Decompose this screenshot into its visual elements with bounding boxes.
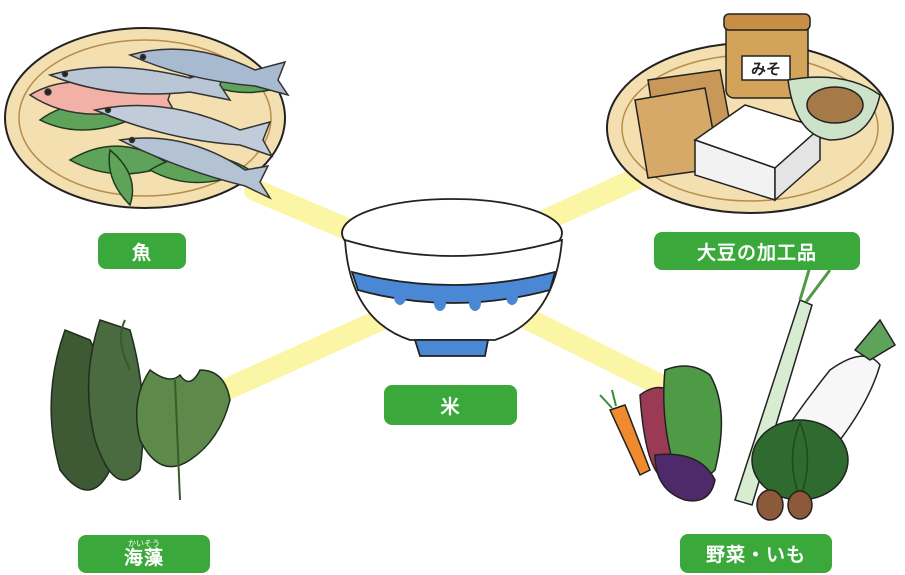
seaweed-illustration [50, 319, 231, 501]
taro-2 [787, 490, 813, 520]
label-fish: 魚 [98, 233, 186, 269]
vegetables-illustration [599, 249, 897, 521]
spinach [663, 365, 723, 481]
miso-container: みそ [723, 13, 811, 99]
seaweed-label-group: かいそう 海藻 [124, 540, 164, 568]
tofu [693, 104, 822, 202]
label-seaweed: かいそう 海藻 [78, 535, 210, 573]
bowl-foot [413, 339, 490, 357]
rice-bowl [341, 198, 564, 357]
fish-illustration [4, 27, 290, 209]
seaweed-label-text: 海藻 [123, 547, 164, 569]
carrot [608, 404, 651, 477]
wakame [135, 368, 231, 468]
taro-1 [756, 489, 784, 521]
eggplant [654, 453, 716, 502]
pumpkin [751, 419, 849, 501]
seaweed-ruby: かいそう [127, 539, 160, 548]
soy-illustration: みそ [606, 13, 894, 214]
natto-dish [787, 76, 881, 141]
fish-group [28, 48, 290, 200]
label-soy: 大豆の加工品 [654, 232, 860, 270]
connector-seaweed [214, 309, 391, 401]
label-rice: 米 [384, 385, 517, 425]
label-vegetables: 野菜・いも [680, 534, 832, 573]
connector-vegetables [509, 304, 671, 396]
miso-label: みそ [751, 60, 781, 78]
